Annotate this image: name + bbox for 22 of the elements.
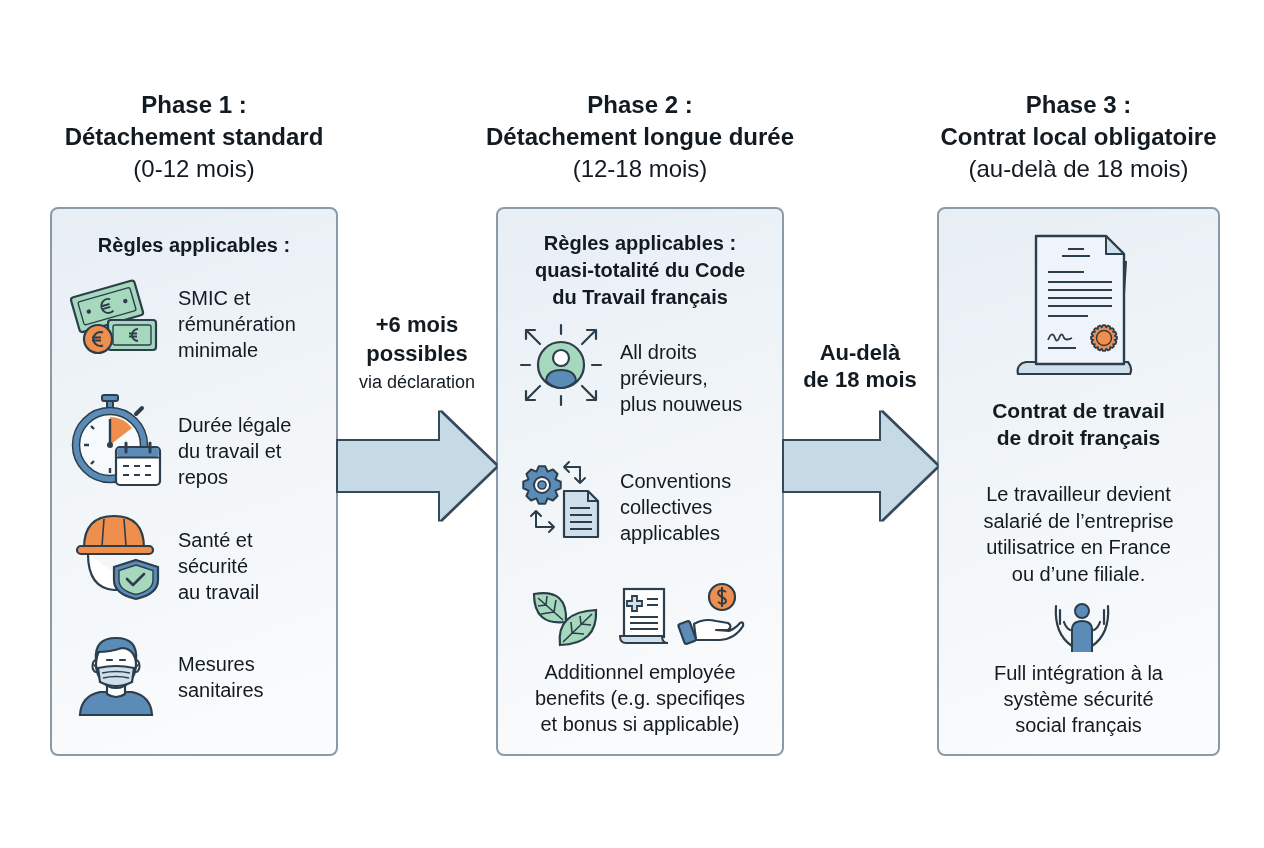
rule-text: Conventions collectives applicables bbox=[620, 469, 732, 546]
section-heading: Règles applicables : quasi-totalité du Code du Travail français bbox=[535, 231, 745, 310]
edge-label: +6 mois possibles via déclaration bbox=[357, 311, 477, 394]
rule-text: SMIC et rémunération minimale bbox=[178, 286, 296, 363]
block-arrow bbox=[784, 412, 937, 520]
duration-text: (0-12 mois) bbox=[132, 154, 256, 184]
rule-text: Durée légale du travail et repos bbox=[178, 413, 292, 490]
phase-heading: Phase 1 : Détachement standard bbox=[64, 90, 324, 152]
rule-text: Santé et sécurité au travail bbox=[178, 528, 260, 605]
contract-heading: Contrat de travail de droit français bbox=[992, 398, 1165, 451]
rule-text: Mesures sanitaires bbox=[178, 652, 264, 703]
rule-text: All droits prévieurs, plus nouweus bbox=[620, 340, 743, 417]
body-text: Additionnel employée benefits (e.g. specifiqes et bonus si applicable) bbox=[534, 660, 746, 737]
phase-heading: Phase 2 : Détachement longue durée bbox=[485, 90, 795, 152]
phase-heading: Phase 3 : Contrat local obligatoire bbox=[940, 90, 1217, 152]
edge-label: Au-delà de 18 mois bbox=[803, 339, 917, 393]
body-text: Le travailleur devient salarié de l’entreprise utilisatrice en France ou d’une filiale. bbox=[983, 482, 1174, 587]
block-arrow bbox=[338, 412, 496, 520]
duration-text: (12-18 mois) bbox=[571, 154, 709, 184]
duration-text: (au-delà de 18 mois) bbox=[967, 154, 1190, 184]
section-heading: Règles applicables : bbox=[96, 233, 292, 258]
body-text: Full intégration à la système sécurité social français bbox=[994, 661, 1163, 738]
